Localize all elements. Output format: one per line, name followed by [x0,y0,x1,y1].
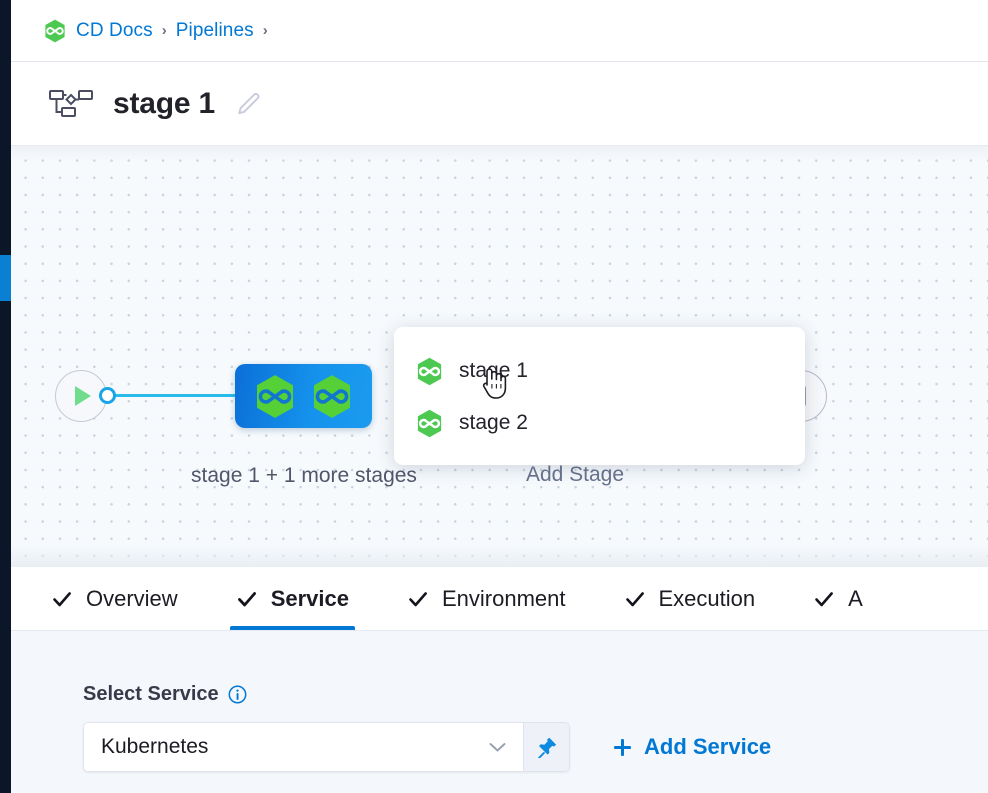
select-service-label: Select Service [83,683,219,705]
tab-label-environment: Environment [441,585,566,611]
pipeline-nodes-icon [49,89,93,117]
info-icon[interactable] [228,685,247,704]
play-icon [75,386,91,406]
tab-service[interactable]: Service [229,567,356,630]
breadcrumb-separator-2: › [262,22,268,39]
pencil-icon[interactable] [235,91,261,117]
tab-overview[interactable]: Overview [51,567,178,630]
check-icon [409,591,427,606]
pin-icon [537,737,556,758]
connector-line [114,394,242,397]
left-nav-active-indicator [0,255,11,301]
check-icon [53,591,71,606]
page-header: stage 1 [11,62,988,146]
tab-label-service: Service [270,585,349,611]
check-icon [237,591,256,606]
stage-selection-popup: stage 1 stage 2 [394,327,805,465]
add-stage-label[interactable]: Add Stage [525,463,625,486]
service-select[interactable]: Kubernetes [83,722,523,772]
stage-hexagon-icon-2 [314,374,351,418]
service-select-group: Kubernetes [83,722,570,772]
stage-hexagon-icon-2 [417,409,442,437]
tab-environment[interactable]: Environment [407,567,566,630]
breadcrumb-separator: › [161,22,167,39]
add-service-label: Add Service [644,734,772,759]
tab-label-overview: Overview [86,585,178,611]
popup-item-label-2: stage 2 [459,411,528,434]
page-title: stage 1 [113,86,215,120]
service-select-value: Kubernetes [101,735,209,758]
tab-label-execution: Execution [658,585,756,611]
harness-hexagon-logo-icon [45,19,65,42]
popup-item-label: stage 1 [459,359,528,382]
service-config-panel: Select Service Kubernetes [11,631,988,793]
stage-hexagon-icon [256,374,293,418]
chevron-down-icon [489,743,506,752]
tab-advanced[interactable]: A [813,567,863,630]
tab-label-advanced: A [848,585,863,611]
stage-group-node[interactable] [235,364,372,428]
stage-config-tabs: Overview Service Environment Execution A [11,567,988,631]
canvas-bottom-fade [11,545,988,567]
plus-icon [614,738,631,756]
check-icon [625,591,644,606]
left-nav-rail [0,0,11,793]
breadcrumb-item-cd-docs[interactable]: CD Docs [76,19,153,41]
popup-item-stage-2[interactable]: stage 2 [394,397,805,449]
breadcrumb-item-pipelines[interactable]: Pipelines [175,19,254,41]
stage-hexagon-icon [417,357,442,385]
tab-execution[interactable]: Execution [624,567,756,630]
breadcrumb: CD Docs › Pipelines › [11,0,988,62]
canvas-top-fade [11,146,988,162]
add-service-button[interactable]: Add Service [612,734,771,760]
stage-node-caption: stage 1 + 1 more stages [191,464,417,487]
start-connector-dot[interactable] [99,387,116,404]
service-control-row: Kubernetes [83,722,988,772]
popup-item-stage-1[interactable]: stage 1 [394,345,805,397]
select-service-label-row: Select Service [83,683,988,706]
check-icon [815,591,834,606]
pin-service-button[interactable] [523,722,570,772]
